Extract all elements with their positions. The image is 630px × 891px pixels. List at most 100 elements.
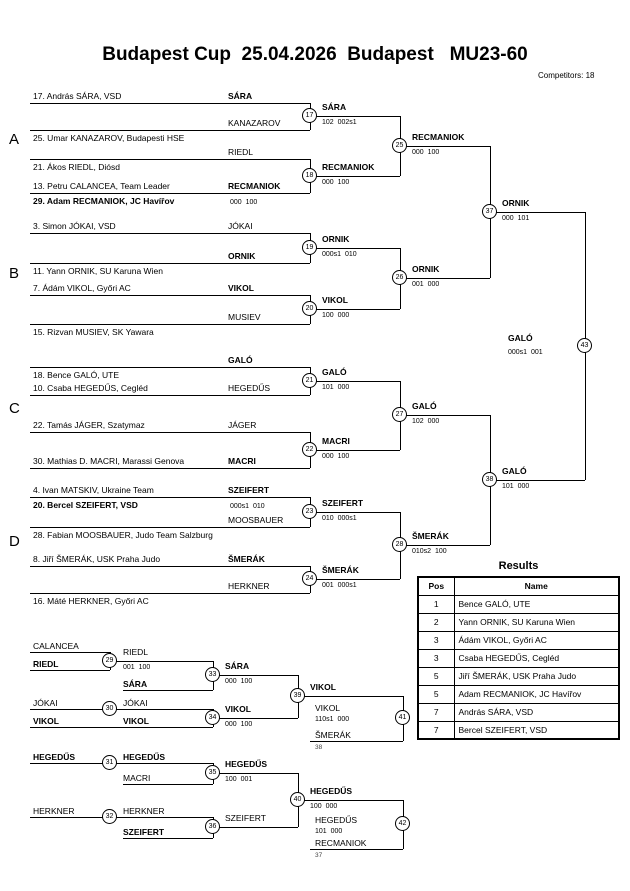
match-winner: HEGEDŰS bbox=[315, 815, 358, 825]
match-20-circle: 20 bbox=[302, 301, 317, 316]
bracket-line bbox=[30, 367, 310, 368]
player-name: 17. András SÁRA, VSD bbox=[33, 91, 122, 101]
result-row: 3 Ádám VIKOL, Győri AC bbox=[417, 630, 620, 650]
bracket-line bbox=[298, 800, 403, 801]
player-tag: RIEDL bbox=[33, 659, 59, 669]
player-tag: JÓKAI bbox=[228, 221, 253, 231]
result-name: Bence GALÓ, UTE bbox=[453, 594, 620, 614]
section-label-c: C bbox=[9, 400, 20, 417]
match-41-circle: 41 bbox=[395, 710, 410, 725]
player-name: 22. Tamás JÁGER, Szatymaz bbox=[33, 420, 145, 430]
result-row: 3 Csaba HEGEDŰS, Cegléd bbox=[417, 648, 620, 668]
player-tag: MACRI bbox=[123, 773, 151, 783]
result-name: András SÁRA, VSD bbox=[453, 702, 620, 722]
bracket-line bbox=[213, 675, 298, 676]
match-score: 101 000 bbox=[322, 384, 350, 391]
bracket-line bbox=[30, 395, 310, 396]
bracket-line bbox=[400, 545, 490, 546]
results-title: Results bbox=[498, 560, 539, 572]
match-winner: ŠMERÁK bbox=[412, 531, 449, 541]
bracket-line bbox=[30, 130, 310, 131]
match-30-circle: 30 bbox=[102, 701, 117, 716]
match-33-circle: 33 bbox=[205, 667, 220, 682]
match-score: 000s1 001 bbox=[508, 349, 543, 356]
match-32-circle: 32 bbox=[102, 809, 117, 824]
bracket-line bbox=[30, 468, 310, 469]
match-score: 000 100 bbox=[322, 179, 350, 186]
match-24-circle: 24 bbox=[302, 571, 317, 586]
bracket-line bbox=[310, 450, 400, 451]
player-name: 30. Mathias D. MACRI, Marassi Genova bbox=[33, 456, 185, 466]
match-score: 000 100 bbox=[412, 149, 440, 156]
match-28-circle: 28 bbox=[392, 537, 407, 552]
match-38-circle: 38 bbox=[482, 472, 497, 487]
match-23-circle: 23 bbox=[302, 504, 317, 519]
player-name: 8. Jiří ŠMERÁK, USK Praha Judo bbox=[33, 554, 161, 564]
result-row: 2 Yann ORNIK, SU Karuna Wien bbox=[417, 612, 620, 632]
match-17-circle: 17 bbox=[302, 108, 317, 123]
source-match-ref: 37 bbox=[315, 852, 323, 859]
player-tag: RECMANIOK bbox=[228, 181, 281, 191]
player-name: 13. Petru CALANCEA, Team Leader bbox=[33, 181, 170, 191]
bracket-line bbox=[30, 566, 310, 567]
bracket-line bbox=[213, 773, 298, 774]
match-score: 000 100 bbox=[322, 453, 350, 460]
match-29-circle: 29 bbox=[102, 653, 117, 668]
match-winner: GALÓ bbox=[412, 401, 437, 411]
player-tag: SÁRA bbox=[123, 679, 148, 689]
player-name: 10. Csaba HEGEDŰS, Cegléd bbox=[33, 383, 148, 393]
results-header-row: Pos Name bbox=[417, 576, 620, 596]
section-label-d: D bbox=[9, 533, 20, 550]
bracket-line bbox=[310, 741, 403, 742]
match-winner: SÁRA bbox=[225, 661, 250, 671]
bracket-line bbox=[310, 176, 400, 177]
bracket-line bbox=[123, 690, 213, 691]
match-winner: SZEIFERT bbox=[322, 498, 364, 508]
bracket-line bbox=[30, 432, 310, 433]
result-pos: 7 bbox=[417, 720, 455, 740]
player-tag: VIKOL bbox=[228, 283, 254, 293]
match-score: 102 000 bbox=[412, 418, 440, 425]
result-name: Adam RECMANIOK, JC Havířov bbox=[453, 684, 620, 704]
match-winner: JÓKAI bbox=[123, 698, 148, 708]
player-tag: ŠMERÁK bbox=[228, 554, 265, 564]
player-tag: GALÓ bbox=[228, 355, 253, 365]
match-18-circle: 18 bbox=[302, 168, 317, 183]
result-name: Csaba HEGEDŰS, Cegléd bbox=[453, 648, 620, 668]
match-score: 000 100 bbox=[230, 199, 258, 206]
player-name: 11. Yann ORNIK, SU Karuna Wien bbox=[33, 266, 163, 276]
result-row: 7 Bercel SZEIFERT, VSD bbox=[417, 720, 620, 740]
match-score: 100 000 bbox=[310, 803, 338, 810]
match-score: 001 000s1 bbox=[322, 582, 357, 589]
match-winner: ORNIK bbox=[412, 264, 440, 274]
bracket-line bbox=[110, 661, 213, 662]
match-score: 000 100 bbox=[225, 678, 253, 685]
bracket-line bbox=[310, 579, 400, 580]
player-tag: JÓKAI bbox=[33, 698, 58, 708]
result-row: 5 Adam RECMANIOK, JC Havířov bbox=[417, 684, 620, 704]
player-tag: MACRI bbox=[228, 456, 256, 466]
player-tag: HEGEDŰS bbox=[228, 383, 271, 393]
result-name: Jiří ŠMERÁK, USK Praha Judo bbox=[453, 666, 620, 686]
final-winner: GALÓ bbox=[508, 333, 533, 343]
player-tag: SZEIFERT bbox=[228, 485, 270, 495]
results-col-name: Name bbox=[453, 576, 620, 596]
bracket-line bbox=[30, 527, 310, 528]
match-score: 000s1 010 bbox=[322, 251, 357, 258]
player-tag: HERKNER bbox=[33, 806, 75, 816]
result-pos: 1 bbox=[417, 594, 455, 614]
player-name: 18. Bence GALÓ, UTE bbox=[33, 370, 119, 380]
match-winner: HERKNER bbox=[123, 806, 165, 816]
results-table: Pos Name 1 Bence GALÓ, UTE 2 Yann ORNIK,… bbox=[417, 576, 620, 740]
match-winner: SZEIFERT bbox=[225, 813, 266, 823]
match-winner: MACRI bbox=[322, 436, 350, 446]
bracket-line bbox=[30, 193, 310, 194]
match-36-circle: 36 bbox=[205, 819, 220, 834]
section-label-a: A bbox=[9, 131, 20, 148]
competitors-count: Competitors: 18 bbox=[538, 71, 595, 80]
match-score: 000 100 bbox=[225, 721, 253, 728]
match-35-circle: 35 bbox=[205, 765, 220, 780]
result-pos: 5 bbox=[417, 666, 455, 686]
bracket-line bbox=[30, 763, 213, 764]
player-tag: RIEDL bbox=[228, 147, 254, 157]
